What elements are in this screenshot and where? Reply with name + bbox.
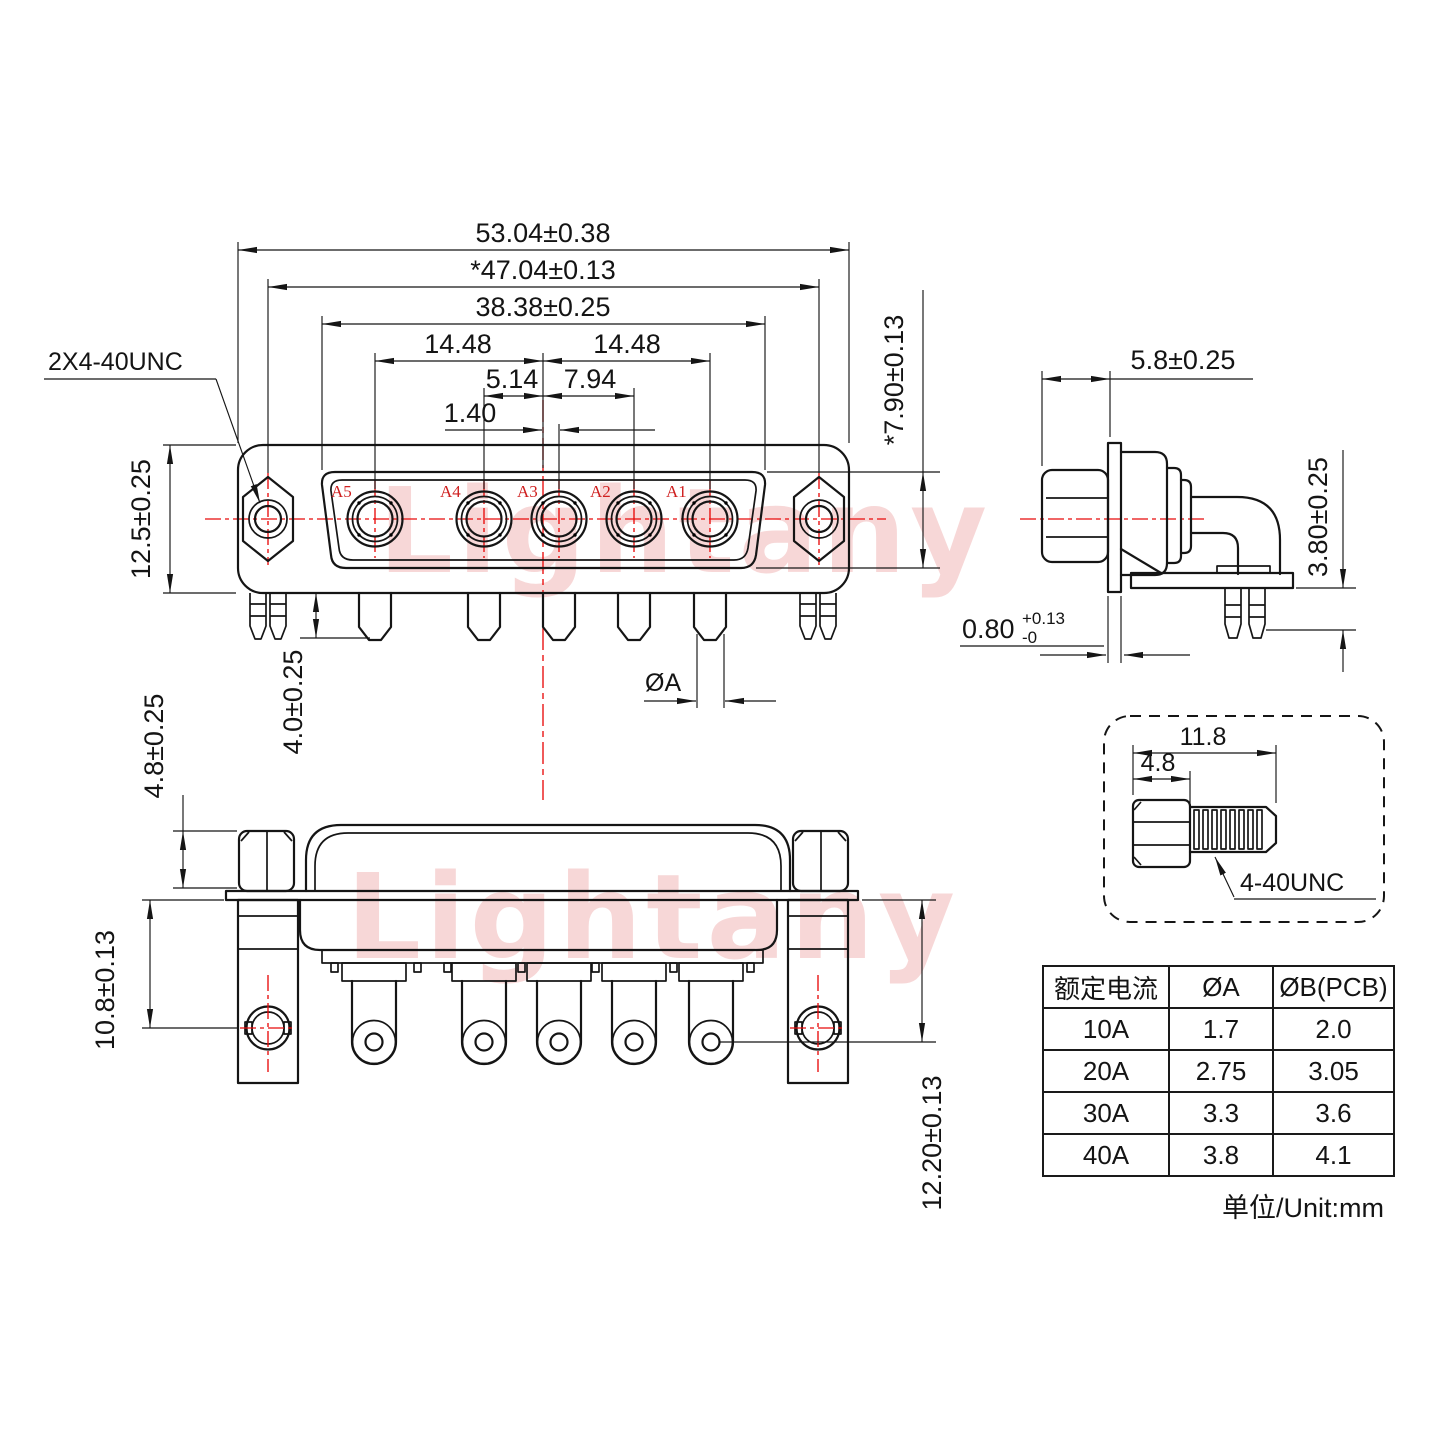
dim-pin-row-offset: 12.20±0.13 [917,1076,947,1211]
screw-detail: 11.8 4.8 4-40UNC [1103,715,1385,923]
screw-thread-label: 4-40UNC [1240,869,1344,897]
dim-pitch-right: 14.48 [593,329,661,359]
bottom-view: 4.8±0.25 10.8±0.13 12.20±0.13 [90,694,947,1211]
screw-outline [1131,798,1278,869]
table-row: 20A 2.75 3.05 [1042,1049,1395,1093]
shell-outer [304,823,792,893]
hex-nut-left [241,475,295,563]
front-centerlines [205,400,886,800]
screw-threads [1193,809,1263,850]
dim-pin-length: 4.0±0.25 [278,650,308,755]
pin-tails [350,979,735,1066]
header-dia-b: ØB(PCB) [1272,965,1395,1009]
socket-label-a2: A2 [590,482,611,501]
screw-head [1131,798,1192,869]
flange-plate [1106,441,1123,594]
cell-current-10a: 10A [1042,1007,1170,1051]
dim-nut-height: 4.8±0.25 [139,694,169,799]
bracket-right [786,898,850,1085]
dim-screw-head-length: 4.8 [1141,749,1176,777]
dim-flange-tol-minus: -0 [1022,628,1037,647]
dim-tail-length: 3.80±0.25 [1303,457,1333,577]
socket-a5 [346,490,404,548]
cell-a-40a: 3.8 [1168,1133,1274,1177]
cell-current-40a: 40A [1042,1133,1170,1177]
header-dia-a: ØA [1168,965,1274,1009]
front-board-locks [249,593,837,640]
bottom-dimensions: 4.8±0.25 10.8±0.13 12.20±0.13 [90,694,947,1211]
dim-insert-height: *7.90±0.13 [879,315,909,445]
insulator [321,949,764,964]
cell-b-30a: 3.6 [1272,1091,1395,1135]
cell-a-10a: 1.7 [1168,1007,1274,1051]
dim-mounting-spacing: *47.04±0.13 [470,255,615,285]
socket-label-a4: A4 [440,482,461,501]
cell-current-20a: 20A [1042,1049,1170,1093]
bottom-centerlines [240,975,846,1072]
dim-offset-a2: 7.94 [564,364,617,394]
front-dimensions: 53.04±0.38 *47.04±0.13 38.38±0.25 14.48 … [44,218,940,754]
shell-inner [314,832,782,891]
dim-offset-a4: 5.14 [486,364,539,394]
side-outline [1040,441,1295,639]
side-view: 5.8±0.25 3.80±0.25 0.80 +0.13 -0 [960,345,1356,672]
dim-offset-a3: 1.40 [444,398,497,428]
dim-body-height: 12.5±0.25 [126,459,156,579]
side-board-locks [1224,588,1266,639]
table-row: 10A 1.7 2.0 [1042,1007,1395,1051]
dim-screw-length: 11.8 [1180,723,1227,751]
bracket-foot [1129,571,1295,590]
dim-insert-width: 38.38±0.25 [476,292,611,322]
jack-screw-head [1040,468,1110,564]
socket-a1 [681,490,739,548]
cell-a-20a: 2.75 [1168,1049,1274,1093]
side-dimensions: 5.8±0.25 3.80±0.25 0.80 +0.13 -0 [960,345,1356,672]
flange-edge [224,889,860,902]
dim-flange-tol-plus: +0.13 [1022,609,1065,628]
elbow-outer [1189,495,1282,576]
unit-note: 单位/Unit:mm [1222,1193,1384,1223]
front-pins [249,591,837,642]
front-sockets: A5 A4 A3 A2 A1 [331,482,739,548]
bottom-outline [224,823,860,1085]
socket-label-a1: A1 [666,482,687,501]
dim-hole-offset: 10.8±0.13 [90,930,120,1050]
cell-b-40a: 4.1 [1272,1133,1395,1177]
table-row: 30A 3.3 3.6 [1042,1091,1395,1135]
socket-label-a3: A3 [517,482,538,501]
cell-a-30a: 3.3 [1168,1091,1274,1135]
header-rated-current: 额定电流 [1042,965,1170,1009]
dim-flange-thickness: 0.80 [962,614,1015,644]
dim-overall-width: 53.04±0.38 [476,218,611,248]
bracket-left [236,898,300,1085]
nut-left [237,829,296,893]
dim-front-depth: 5.8±0.25 [1131,345,1236,375]
socket-label-a5: A5 [331,482,352,501]
socket-a3 [530,490,588,548]
rear-body [298,898,779,952]
socket-a2 [605,490,663,548]
cell-b-10a: 2.0 [1272,1007,1395,1051]
table-header-row: 额定电流 ØA ØB(PCB) [1042,965,1395,1009]
screw-shaft [1188,805,1278,854]
dim-screw-thread: 2X4-40UNC [48,348,183,376]
socket-a4 [455,490,513,548]
cell-b-20a: 3.05 [1272,1049,1395,1093]
elbow-inner [1189,531,1240,576]
dim-pitch-left: 14.48 [424,329,492,359]
nut-right [791,829,850,893]
screw-dimensions: 11.8 4.8 4-40UNC [1132,723,1376,900]
front-view: A5 A4 A3 A2 A1 [44,218,940,800]
detail-box [1103,715,1385,923]
hex-nut-right [792,475,846,563]
dim-pin-diameter: ØA [645,669,681,697]
pin-bases [330,962,755,982]
spec-table: 额定电流 ØA ØB(PCB) 10A 1.7 2.0 20A 2.75 3.0… [1042,965,1395,1225]
cell-current-30a: 30A [1042,1091,1170,1135]
table-row: 40A 3.8 4.1 [1042,1133,1395,1177]
